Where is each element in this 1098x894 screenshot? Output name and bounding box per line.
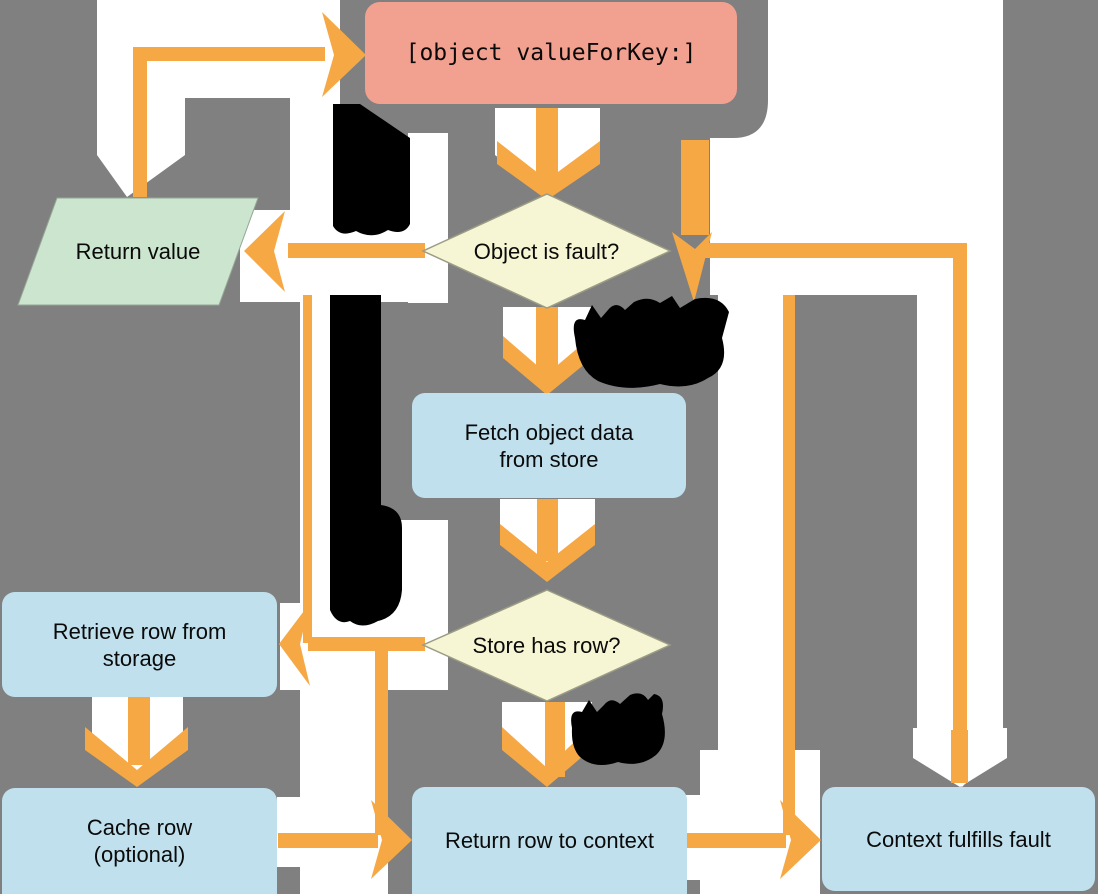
corrupted-yes-label-blob-fault — [573, 296, 729, 388]
arrow-row-yes-chevron — [502, 727, 590, 787]
arrow-retrieve-to-cache-bar — [128, 697, 150, 765]
node-shape-return-value — [17, 197, 259, 306]
arrow-fetch-to-row-chevron — [500, 524, 595, 582]
arrow-fault-no-bar — [288, 243, 425, 258]
channel-pocket-right-of-blob — [408, 133, 448, 303]
arrow-loop-top-horizontal — [705, 243, 967, 258]
node-retrieve-row: Retrieve row from storage — [2, 592, 277, 697]
arrow-fetch-to-row-bar — [537, 499, 558, 561]
arrow-right-of-diamond-bar — [681, 140, 709, 235]
node-label-valueforkey: [object valueForKey:] — [405, 39, 697, 66]
node-return-row-to-context: Return row to context — [412, 787, 687, 894]
arrow-down-into-return-value — [133, 47, 147, 197]
corrupted-blob-left-column — [330, 295, 402, 626]
white-channel-shapes — [92, 0, 1007, 894]
corrupted-label-blobs — [330, 104, 729, 766]
arrow-row-no-bar — [308, 637, 425, 651]
arrow-retrieve-to-cache-chevron — [85, 727, 188, 787]
node-label-object-is-fault: Object is fault? — [473, 238, 620, 264]
corrupted-no-label-blob-top — [333, 104, 410, 236]
arrow-return-to-context-bar — [686, 833, 786, 848]
arrowhead-into-context — [780, 800, 821, 879]
corrupted-yes-label-blob-row — [571, 693, 665, 766]
node-shapes — [17, 193, 672, 702]
node-shape-store-has-row — [421, 589, 672, 702]
arrowhead-into-return-value — [244, 211, 285, 292]
arrow-fault-yes-chevron — [503, 336, 592, 395]
arrow-thin-mid-vertical — [375, 645, 388, 835]
arrow-fault-yes-bar — [536, 307, 558, 379]
node-shape-object-is-fault — [421, 193, 672, 309]
arrow-code-to-fault-chevron — [497, 141, 600, 200]
arrow-code-to-fault-bar — [536, 108, 558, 186]
node-object-valueforkey: [object valueForKey:] — [365, 2, 737, 104]
arrow-into-context-top-bar — [951, 730, 968, 783]
arrow-loop-inner-vertical — [783, 295, 795, 835]
node-label-return-value: Return value — [75, 239, 201, 264]
node-fetch-object-data: Fetch object data from store — [412, 393, 686, 498]
arrow-loop-outer-vertical — [953, 243, 967, 783]
orange-arrow-shapes — [85, 12, 968, 879]
node-cache-row: Cache row (optional) — [2, 788, 277, 894]
arrow-thin-left-vertical — [303, 295, 312, 643]
arrow-loopback-horizontal — [138, 47, 325, 61]
channel-right-inner-column — [718, 295, 795, 760]
arrowhead-into-return-row — [371, 800, 412, 879]
channel-bottom-mid-column — [300, 660, 388, 894]
arrowhead-into-code-box — [322, 12, 366, 97]
arrow-cache-to-return-bar — [278, 833, 378, 848]
channel-cache-arrow-flare — [277, 797, 307, 867]
node-context-fulfills-fault: Context fulfills fault — [822, 787, 1095, 891]
arrowhead-into-retrieve-row — [279, 603, 310, 686]
node-label-store-has-row: Store has row? — [472, 633, 621, 658]
arrowhead-right-of-diamond — [672, 232, 712, 302]
channel-top-right-region — [710, 0, 1003, 295]
